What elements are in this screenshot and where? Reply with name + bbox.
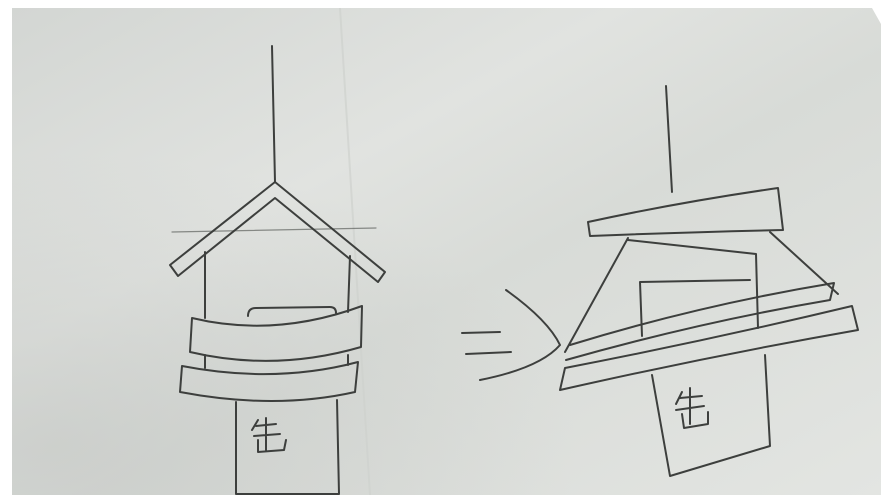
arrow-line-1	[462, 332, 500, 333]
paper-shadow	[12, 8, 881, 495]
